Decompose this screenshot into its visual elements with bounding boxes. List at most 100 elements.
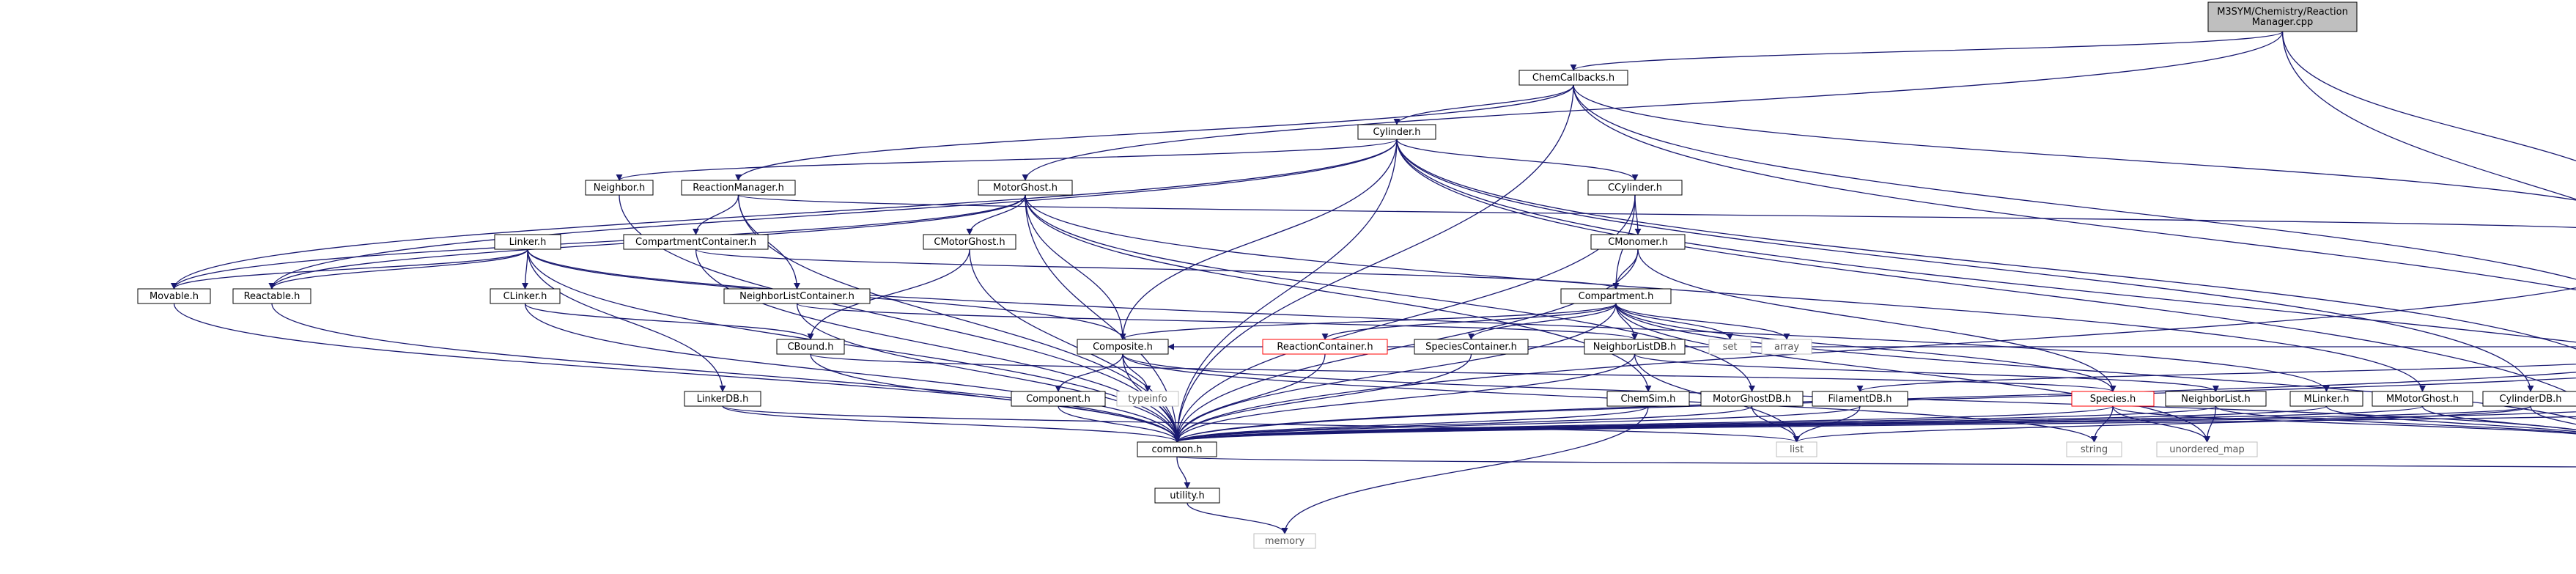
edge-compartment-to-speccont bbox=[1468, 303, 1617, 340]
node-motorghostdb[interactable]: MotorGhostDB.h bbox=[1700, 391, 1804, 407]
node-umap: unordered_map bbox=[2156, 441, 2258, 457]
edge-motorghost-to-movable bbox=[171, 194, 1026, 290]
node-component[interactable]: Component.h bbox=[1011, 391, 1106, 407]
node-cbound[interactable]: CBound.h bbox=[776, 339, 845, 355]
node-label: MotorGhost.h bbox=[993, 183, 1058, 194]
node-root[interactable]: M3SYM/Chemistry/ReactionManager.cpp bbox=[2207, 1, 2358, 32]
edge-chemsim-to-memory bbox=[1281, 405, 1649, 534]
node-label: Reactable.h bbox=[244, 291, 300, 302]
node-label: CMotorGhost.h bbox=[934, 237, 1005, 248]
node-speccont[interactable]: SpeciesContainer.h bbox=[1414, 339, 1529, 355]
edge-speccont-to-common bbox=[1173, 353, 1472, 443]
node-motorghost[interactable]: MotorGhost.h bbox=[978, 180, 1073, 196]
edge-cylinderdb-to-vector bbox=[2530, 405, 2576, 425]
edge-nldb-to-common bbox=[1173, 353, 1636, 443]
node-rxncont[interactable]: ReactionContainer.h bbox=[1262, 339, 1388, 355]
node-box bbox=[494, 234, 561, 250]
edge-neighborlist-to-common bbox=[1173, 405, 2217, 443]
edge-root-to-motorghost bbox=[1022, 31, 2284, 181]
node-label: unordered_map bbox=[2169, 444, 2245, 455]
node-set: set bbox=[1708, 339, 1752, 355]
node-box bbox=[776, 339, 845, 355]
node-label: CBound.h bbox=[787, 342, 833, 353]
node-box bbox=[1357, 124, 1436, 140]
node-box bbox=[2482, 391, 2576, 407]
node-chemsim[interactable]: ChemSim.h bbox=[1606, 391, 1690, 407]
edge-linker-to-reactable bbox=[268, 249, 528, 290]
node-nldb[interactable]: NeighborListDB.h bbox=[1584, 339, 1686, 355]
node-label: Cylinder.h bbox=[1373, 127, 1420, 138]
edge-sysparams-to-common bbox=[1173, 287, 2576, 443]
node-array: array bbox=[1761, 339, 1812, 355]
node-linker[interactable]: Linker.h bbox=[494, 234, 561, 250]
node-label: Component.h bbox=[1026, 394, 1090, 405]
node-label: set bbox=[1723, 342, 1738, 353]
node-neighborlist[interactable]: NeighborList.h bbox=[2165, 391, 2267, 407]
node-ccylinder[interactable]: CCylinder.h bbox=[1587, 180, 1683, 196]
node-chemcb[interactable]: ChemCallbacks.h bbox=[1518, 70, 1628, 86]
node-clinker[interactable]: CLinker.h bbox=[490, 288, 561, 304]
node-label: CCylinder.h bbox=[1608, 183, 1662, 194]
edge-species-to-vector bbox=[2112, 405, 2576, 435]
node-cmotorghost[interactable]: CMotorGhost.h bbox=[923, 234, 1016, 250]
node-mmotorghost[interactable]: MMotorGhost.h bbox=[2372, 391, 2473, 407]
edge-composite-to-component bbox=[1055, 353, 1123, 392]
edge-filament-to-filamentdb bbox=[1856, 364, 2576, 392]
edge-subsystem-to-common bbox=[1174, 416, 2576, 443]
node-label: MotorGhostDB.h bbox=[1713, 394, 1791, 405]
node-cylinderdb[interactable]: CylinderDB.h bbox=[2482, 391, 2576, 407]
edge-common-to-iostream bbox=[1176, 456, 2576, 468]
node-box bbox=[2071, 391, 2155, 407]
edge-compartment-to-composite bbox=[1119, 303, 1617, 340]
node-label: common.h bbox=[1152, 444, 1203, 455]
node-box bbox=[1154, 487, 1220, 504]
edge-cylinder-to-vector bbox=[1396, 139, 2576, 397]
node-rxnmgr[interactable]: ReactionManager.h bbox=[681, 180, 796, 196]
node-box bbox=[681, 180, 796, 196]
edge-cbound-to-common bbox=[810, 353, 1181, 443]
dependency-edges bbox=[171, 31, 2576, 534]
node-reactable[interactable]: Reactable.h bbox=[232, 288, 311, 304]
node-compcont[interactable]: CompartmentContainer.h bbox=[623, 234, 769, 250]
edge-rxnmgr-to-compcont bbox=[692, 194, 739, 235]
edge-species-to-string bbox=[2090, 405, 2114, 443]
node-box bbox=[1137, 441, 1217, 457]
node-cmonomer[interactable]: CMonomer.h bbox=[1590, 234, 1686, 250]
node-filamentdb[interactable]: FilamentDB.h bbox=[1812, 391, 1908, 407]
edge-chemcb-to-filament bbox=[1573, 84, 2576, 280]
node-label: Composite.h bbox=[1093, 342, 1153, 353]
edge-linker-to-mlinker bbox=[527, 249, 2330, 392]
edge-ccylinder-to-cmonomer bbox=[1634, 194, 1642, 235]
node-common[interactable]: common.h bbox=[1137, 441, 1217, 457]
node-box bbox=[1590, 234, 1686, 250]
node-box bbox=[1077, 339, 1169, 355]
node-neighbor[interactable]: Neighbor.h bbox=[585, 180, 654, 196]
node-box bbox=[1587, 180, 1683, 196]
node-movable[interactable]: Movable.h bbox=[137, 288, 211, 304]
edge-cmonomer-to-compartment bbox=[1612, 249, 1639, 290]
node-label: typeinfo bbox=[1128, 394, 1167, 405]
node-nlc[interactable]: NeighborListContainer.h bbox=[723, 288, 871, 304]
node-box bbox=[1116, 391, 1179, 407]
edge-cylinder-to-reactable bbox=[268, 139, 1398, 290]
edge-cylinder-to-iostream bbox=[1396, 139, 2576, 343]
edge-rxnmgr-to-sysparams bbox=[737, 194, 2576, 229]
edge-chemcb-to-subsystem bbox=[1573, 84, 2576, 291]
node-species[interactable]: Species.h bbox=[2071, 391, 2155, 407]
node-composite[interactable]: Composite.h bbox=[1077, 339, 1169, 355]
node-mlinker[interactable]: MLinker.h bbox=[2289, 391, 2363, 407]
node-label: memory bbox=[1265, 536, 1305, 547]
edge-mmotorghost-to-vector bbox=[2421, 405, 2576, 430]
node-cylinder[interactable]: Cylinder.h bbox=[1357, 124, 1436, 140]
node-box bbox=[1414, 339, 1529, 355]
node-compartment[interactable]: Compartment.h bbox=[1560, 288, 1672, 304]
node-box bbox=[923, 234, 1016, 250]
node-box bbox=[1700, 391, 1804, 407]
node-utility[interactable]: utility.h bbox=[1154, 487, 1220, 504]
edge-cylinderdb-to-list bbox=[1793, 405, 2531, 443]
edge-cmonomer-to-species bbox=[1637, 249, 2116, 392]
node-linkerdb[interactable]: LinkerDB.h bbox=[684, 391, 761, 407]
node-label: list bbox=[1790, 444, 1804, 455]
node-label: ChemCallbacks.h bbox=[1532, 73, 1614, 84]
node-box bbox=[2066, 441, 2122, 457]
